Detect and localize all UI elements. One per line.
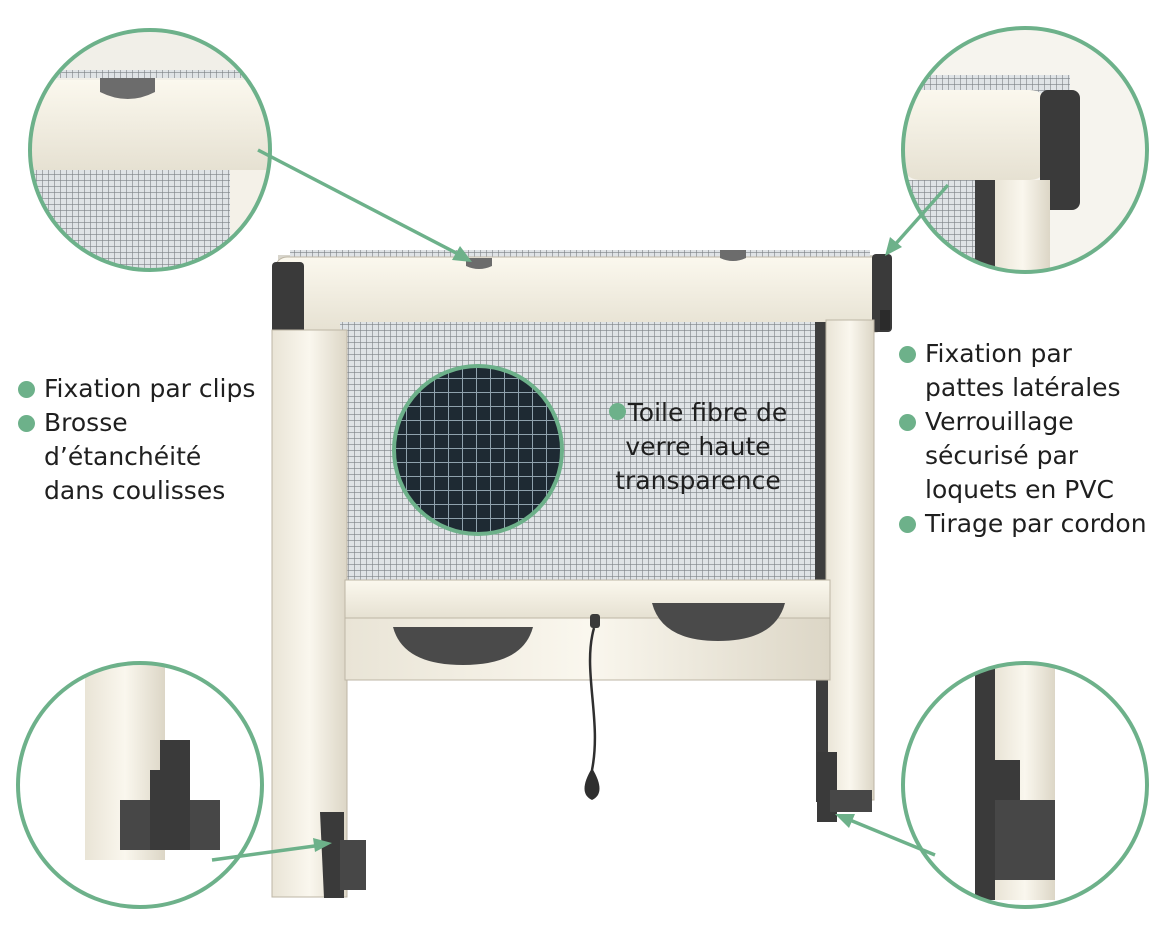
right-feature-list: Fixation par pattes latérales Verrouilla… [895,337,1155,541]
feature-label: Brosse d’étanchéité dans coulisses [44,408,226,505]
mesh-feature-label: Toile fibre de verre haute transparence [583,396,813,498]
bullet-dot-icon [18,415,35,432]
screen-frame [271,250,892,898]
callout-arrow-icon [211,148,950,862]
bullet-dot-icon [608,403,626,420]
feature-label: Tirage par cordon [925,509,1147,538]
zoom-top-right [901,26,1149,274]
mesh-zoom-circle [392,364,564,536]
feature-label: Verrouillage sécurisé par loquets en PVC [925,407,1114,504]
feature-label: Fixation par clips [44,374,256,403]
bullet-dot-icon [899,346,916,363]
feature-clips: Fixation par clips [14,372,264,406]
feature-pvc-latches: Verrouillage sécurisé par loquets en PVC [895,405,1155,507]
left-feature-list: Fixation par clips Brosse d’étanchéité d… [14,372,264,508]
zoom-bottom-right [901,661,1149,909]
feature-pull-cord: Tirage par cordon [895,507,1155,541]
feature-label: Fixation par pattes latérales [925,339,1121,402]
mesh-label-text: Toile fibre de verre haute transparence [615,398,788,495]
bullet-dot-icon [899,414,916,431]
feature-brush-seal: Brosse d’étanchéité dans coulisses [14,406,264,508]
bullet-dot-icon [18,381,35,398]
bullet-dot-icon [899,516,916,533]
zoom-top-left [28,28,272,272]
zoom-bottom-left [16,661,264,909]
feature-side-brackets: Fixation par pattes latérales [895,337,1155,405]
